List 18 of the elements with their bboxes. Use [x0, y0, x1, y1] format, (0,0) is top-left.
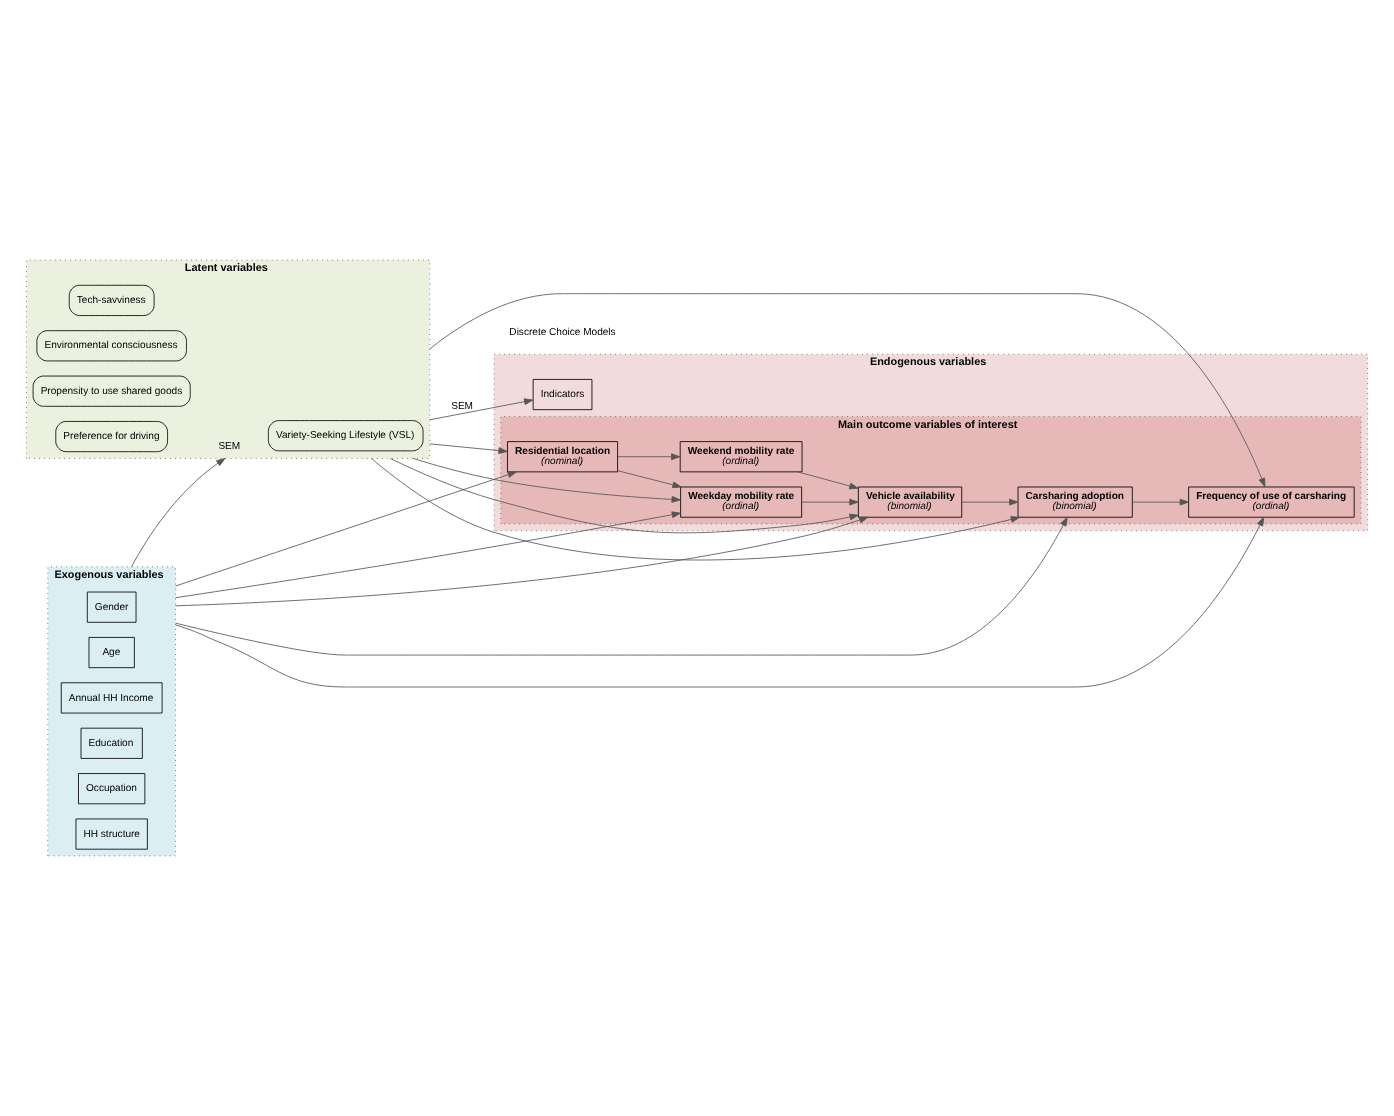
arrow — [797, 471, 859, 490]
arrow — [175, 516, 869, 607]
arrow — [961, 498, 1019, 506]
arrow — [617, 453, 681, 461]
arrow — [175, 471, 517, 587]
arrow — [429, 443, 508, 454]
arrow — [389, 458, 859, 534]
arrow — [801, 498, 859, 506]
arrow — [412, 458, 681, 503]
arrow — [131, 458, 226, 568]
arrow — [175, 511, 681, 599]
arrow — [175, 516, 1068, 656]
arrow — [371, 458, 1020, 561]
arrow — [429, 398, 534, 421]
arrow — [1132, 498, 1189, 506]
arrow — [429, 293, 1266, 488]
arrow — [617, 470, 682, 489]
arrow — [175, 516, 1265, 688]
